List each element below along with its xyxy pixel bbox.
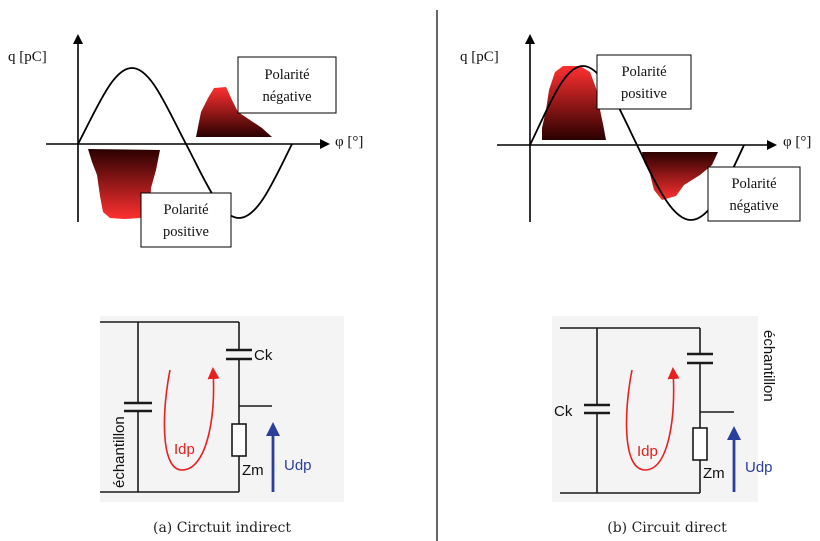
left-box-positive: Polarité positive — [140, 192, 232, 248]
left-box-positive-line2: positive — [163, 224, 209, 240]
right-circuit-wires — [560, 327, 734, 494]
left-pd-plot: q [pC] φ [°] Polarité négative Polarité … — [8, 34, 363, 248]
left-circuit-wires — [100, 321, 272, 493]
left-box-negative-line2: négative — [262, 89, 311, 105]
left-zm-resistor — [231, 423, 247, 457]
left-zm-label: Zm — [242, 462, 264, 479]
right-circuit: échantillon Ck Zm Idp Udp — [552, 316, 777, 502]
left-box-negative: Polarité négative — [237, 56, 337, 114]
right-zm-label: Zm — [703, 465, 725, 482]
right-current-loop-arrow — [625, 367, 680, 471]
left-idp-label: Idp — [174, 441, 195, 458]
right-udp-label: Udp — [745, 459, 773, 476]
right-box-negative-line2: négative — [729, 198, 778, 214]
right-sample-capacitor — [687, 352, 713, 365]
left-box-negative-line1: Polarité — [264, 67, 309, 83]
left-y-axis-label: q [pC] — [8, 49, 47, 65]
right-box-positive: Polarité positive — [596, 54, 692, 110]
left-sine-wave — [77, 67, 293, 219]
left-sample-capacitor — [124, 401, 152, 413]
left-pd-cluster-positive-half — [196, 87, 272, 137]
left-x-axis-label: φ [°] — [335, 134, 363, 150]
left-circuit-background — [100, 316, 344, 502]
left-ck-capacitor — [226, 348, 252, 361]
right-idp-label: Idp — [637, 443, 658, 460]
left-udp-label: Udp — [284, 457, 312, 474]
right-zm-resistor — [692, 427, 708, 461]
right-box-negative: Polarité négative — [707, 166, 801, 222]
right-pd-cluster-negative — [642, 152, 718, 200]
left-sample-label: échantillon — [111, 416, 128, 488]
right-ck-label: Ck — [554, 403, 573, 420]
left-current-loop-arrow — [163, 367, 220, 471]
left-circuit: échantillon Ck Zm Idp Udp — [100, 316, 344, 502]
right-box-positive-line2: positive — [621, 86, 667, 102]
right-pd-cluster-positive — [542, 66, 606, 140]
right-x-axis-label: φ [°] — [783, 134, 811, 150]
right-y-axis-label: q [pC] — [460, 49, 499, 65]
right-box-negative-line1: Polarité — [731, 176, 776, 192]
right-sample-label: échantillon — [760, 330, 777, 402]
left-ck-label: Ck — [254, 347, 273, 364]
left-caption: (a) Circtuit indirect — [153, 520, 291, 536]
right-pd-plot: q [pC] φ [°] Polarité positive Polarité … — [460, 34, 811, 222]
right-circuit-background — [552, 316, 758, 502]
left-box-positive-line1: Polarité — [163, 202, 208, 218]
right-ck-capacitor — [584, 403, 610, 415]
right-caption: (b) Circuit direct — [607, 520, 727, 536]
right-box-positive-line1: Polarité — [621, 64, 666, 80]
